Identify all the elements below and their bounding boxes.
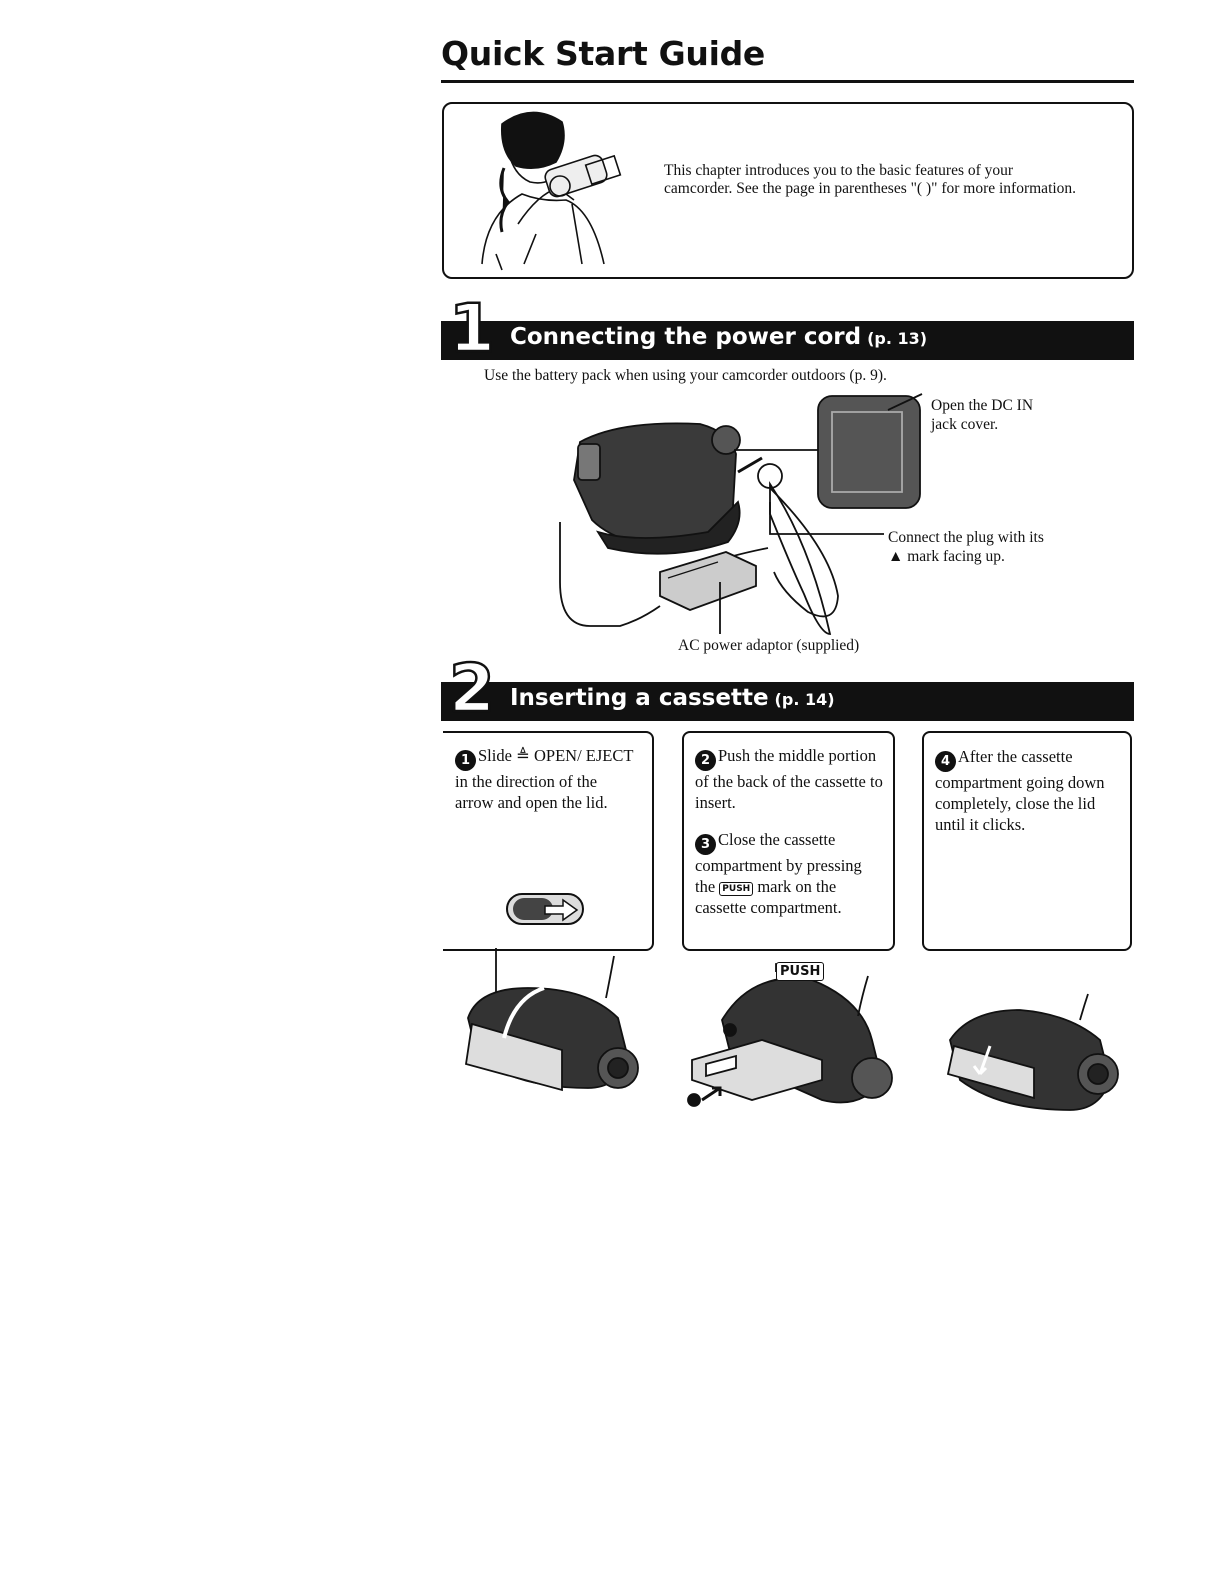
callout-dc-in-jack: Open the DC IN jack cover. — [931, 397, 1034, 433]
section-2-heading: Inserting a cassette(p. 14) — [510, 685, 835, 711]
camcorder-insert-cassette-illustration — [687, 963, 893, 1107]
step-number-badge: 2 — [695, 750, 716, 771]
step-box-1 — [443, 731, 654, 951]
callout-plug: Connect the plug with its ▲ mark facing … — [888, 529, 1044, 565]
step-box-2-3 — [682, 731, 895, 951]
section-2-page-ref: (p. 14) — [774, 690, 835, 709]
intro-box — [442, 102, 1134, 279]
section-1-page-ref: (p. 13) — [867, 329, 928, 348]
title-rule — [441, 80, 1134, 83]
push-mark-icon: PUSH — [719, 882, 754, 896]
step-number-badge: 4 — [935, 751, 956, 772]
push-label: PUSH — [776, 962, 825, 981]
camcorder-power-illustration — [559, 393, 923, 635]
open-eject-switch-icon — [506, 893, 584, 925]
section-1-note: Use the battery pack when using your cam… — [484, 367, 887, 384]
section-1-heading: Connecting the power cord(p. 13) — [510, 324, 928, 350]
section-2-header: Inserting a cassette(p. 14) — [441, 682, 1134, 721]
section-1-header: Connecting the power cord(p. 13) — [441, 321, 1134, 360]
page-title: Quick Start Guide — [441, 34, 765, 73]
camcorder-close-lid-illustration — [946, 993, 1119, 1111]
person-filming-illustration — [481, 111, 622, 271]
section-2-number: 2 — [448, 650, 496, 727]
intro-text: This chapter introduces you to the basic… — [664, 162, 1077, 197]
step-number-badge: 3 — [695, 834, 716, 855]
step-box-4 — [922, 731, 1132, 951]
step-number-badge: 1 — [455, 750, 476, 771]
callout-ac-adaptor: AC power adaptor (supplied) — [678, 637, 860, 654]
section-1-number: 1 — [448, 290, 496, 367]
camcorder-open-lid-illustration — [464, 948, 639, 1092]
